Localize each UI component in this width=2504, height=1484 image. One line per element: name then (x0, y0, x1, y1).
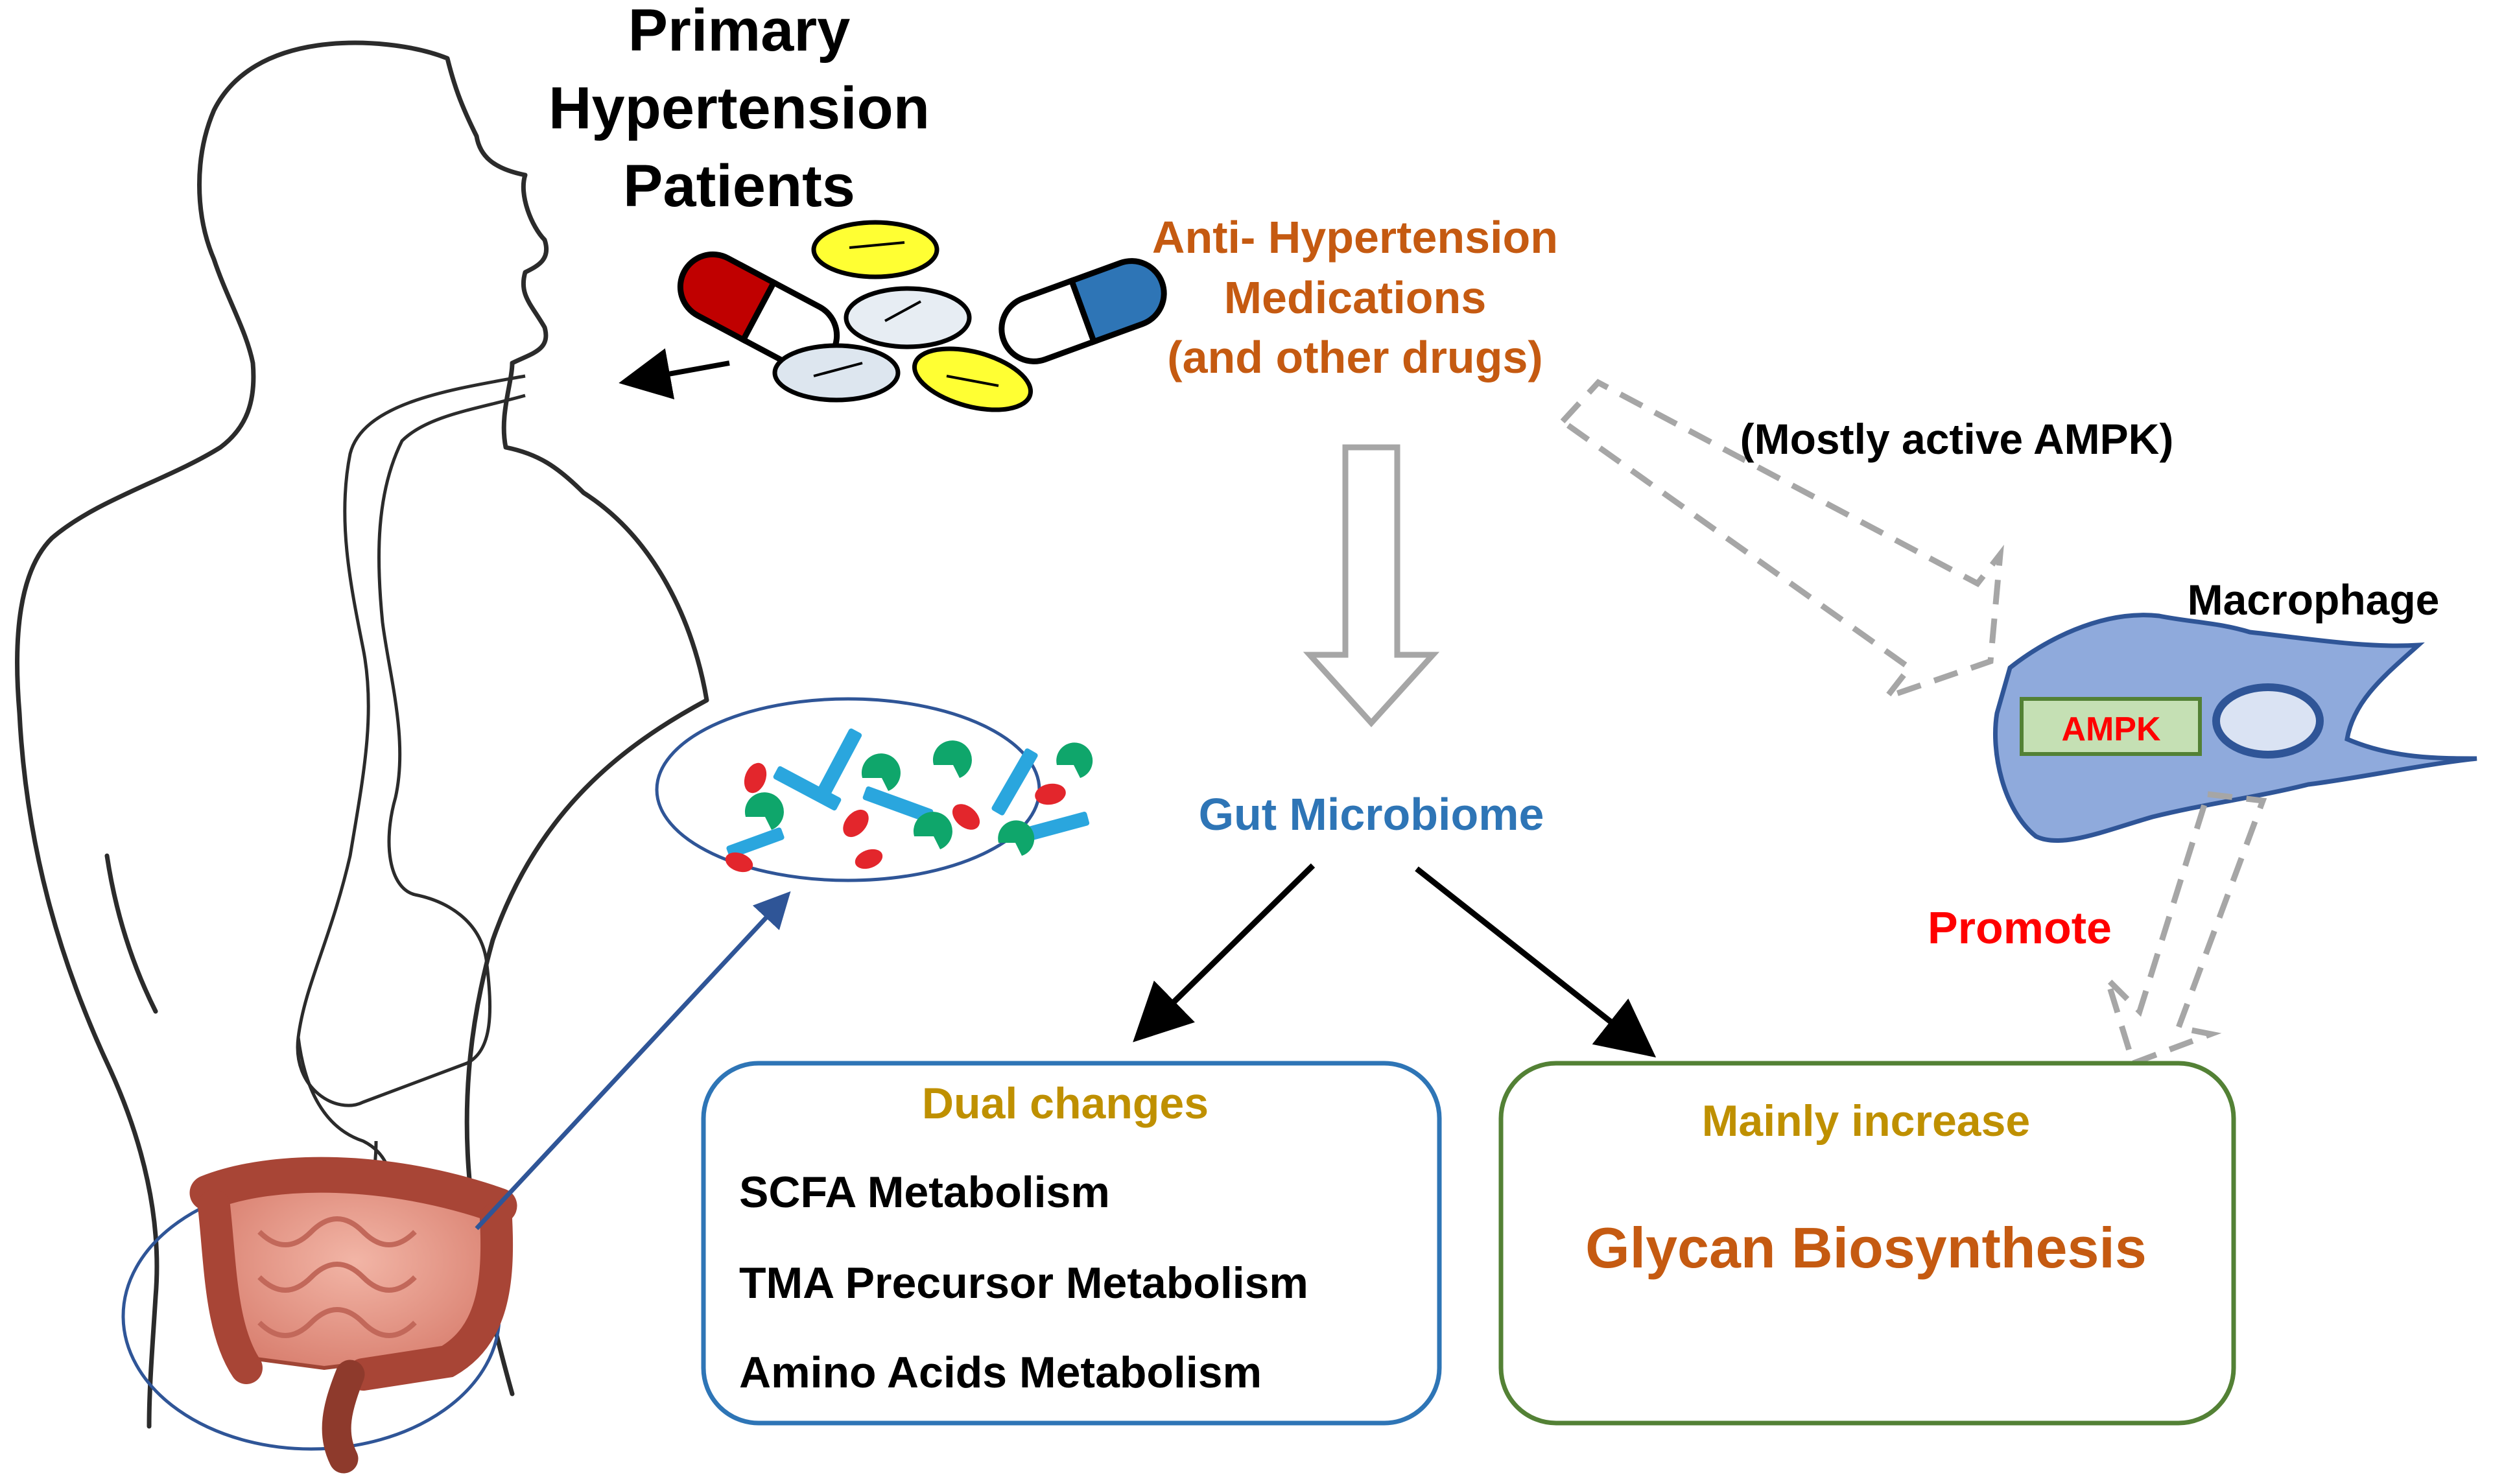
ampk-note: (Mostly active AMPK) (1740, 415, 2174, 463)
ampk-label: AMPK (2061, 711, 2161, 748)
dual-changes-header: Dual changes (922, 1079, 1209, 1128)
ampk-box (2020, 697, 2202, 756)
glycan-biosynthesis-label: Glycan Biosynthesis (1585, 1216, 2147, 1280)
dual-changes-list: SCFA Metabolism TMA Precursor Metabolism… (739, 1168, 1308, 1397)
medications-line-1: Anti- Hypertension (1152, 212, 1558, 263)
macrophage-label: Macrophage (2188, 576, 2440, 624)
list-item: SCFA Metabolism (739, 1168, 1110, 1217)
macrophage-cell (1993, 613, 2477, 843)
title-line-2: Hypertension (549, 75, 930, 141)
title-line-3: Patients (623, 153, 855, 219)
microbiome-ellipse (655, 697, 1093, 882)
pills-to-mouth-arrow (619, 348, 730, 399)
digestive-tract (296, 374, 526, 1232)
list-item: Amino Acids Metabolism (739, 1348, 1262, 1397)
dual-changes-box (701, 1061, 1442, 1426)
gut-microbiome-label: Gut Microbiome (1199, 789, 1544, 840)
bacteria-icon (725, 728, 1093, 873)
medications-line-3: (and other drugs) (1167, 332, 1542, 383)
promote-label: Promote (1928, 902, 2112, 953)
microbiome-to-glycan-arrow (1415, 866, 1657, 1058)
pills-icon (677, 220, 1167, 412)
medications-to-microbiome-arrow (1303, 444, 1440, 727)
mainly-increase-box (1498, 1061, 2236, 1426)
intestine-icon (189, 1157, 517, 1474)
human-silhouette (15, 40, 709, 1429)
list-item: TMA Precursor Metabolism (739, 1258, 1308, 1308)
medications-to-macrophage-dashed-arrow (1558, 379, 2004, 703)
mainly-increase-header: Mainly increase (1702, 1096, 2030, 1146)
macrophage-nucleus (2212, 683, 2324, 759)
medications-label: Anti- Hypertension Medications (and othe… (1152, 212, 1558, 383)
intestine-to-microbiome-arrow (475, 891, 791, 1231)
title-text: Primary Hypertension Patients (549, 0, 930, 219)
microbiome-to-dual-changes-arrow (1133, 863, 1316, 1042)
medications-line-2: Medications (1224, 272, 1487, 323)
macrophage-promote-dashed-arrow (2104, 791, 2267, 1067)
title-line-1: Primary (628, 0, 851, 64)
